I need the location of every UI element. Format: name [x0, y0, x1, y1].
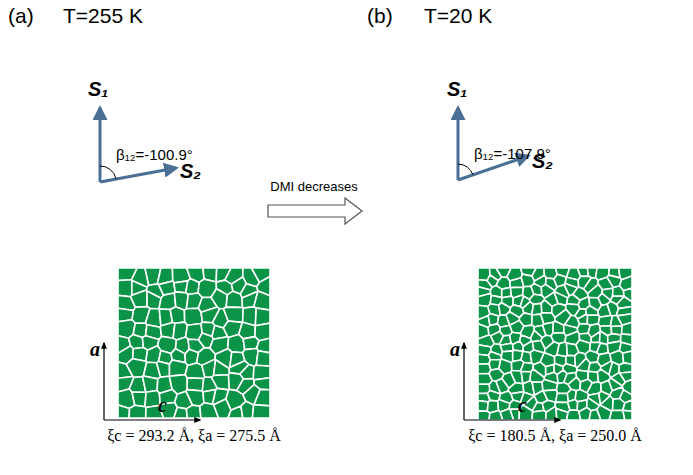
angle-arc: [100, 164, 473, 179]
hollow-arrow: [268, 198, 362, 224]
spin-vectors: [100, 108, 528, 182]
spin-label: S₁: [88, 78, 108, 100]
correlation-length: ξc = 180.5 Å, ξa = 250.0 Å: [468, 427, 642, 445]
arrow-label: DMI decreases: [270, 180, 357, 194]
angle-label: β₁₂=-100.9°: [116, 147, 193, 164]
axes: [104, 343, 560, 420]
axis-label: a: [90, 338, 100, 360]
temperature: T=255 K: [63, 4, 143, 27]
angle-label: β₁₂=-107.9°: [474, 146, 551, 163]
panel-label: (a): [8, 4, 34, 27]
axis-label: c: [518, 394, 527, 416]
spin-label: S₁: [447, 78, 467, 100]
temperature: T=20 K: [424, 4, 492, 27]
axis-label: c: [158, 394, 167, 416]
domain-pattern: [118, 268, 632, 420]
correlation-length: ξc = 293.2 Å, ξa = 275.5 Å: [107, 427, 281, 445]
panel-label: (b): [367, 4, 393, 27]
axis-label: a: [450, 338, 460, 360]
spin-label: S₂: [180, 160, 201, 182]
